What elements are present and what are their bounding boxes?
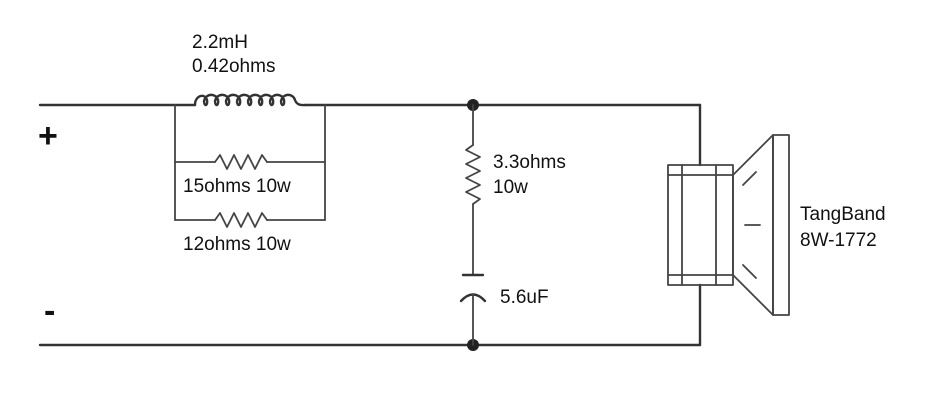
resistor-15ohms-label: 15ohms 10w bbox=[183, 176, 291, 197]
resistor-12ohms bbox=[174, 212, 326, 228]
speaker-brand-label: TangBand bbox=[800, 204, 886, 225]
inductor-resistance-label: 0.42ohms bbox=[192, 56, 275, 77]
bottom-rail bbox=[38, 283, 702, 347]
negative-terminal-label: - bbox=[44, 292, 55, 330]
speaker-icon bbox=[667, 134, 790, 316]
inductor-value-label: 2.2mH bbox=[192, 32, 248, 53]
positive-terminal-label: + bbox=[38, 117, 58, 155]
inductor-2-2mh bbox=[193, 93, 307, 107]
top-rail bbox=[38, 103, 702, 167]
parallel-resistor-network bbox=[174, 104, 326, 228]
resistor-12ohms-label: 12ohms 10w bbox=[183, 234, 291, 255]
resistor-15ohms bbox=[174, 154, 326, 170]
capacitor-value-label: 5.6uF bbox=[500, 287, 549, 308]
shunt-branch bbox=[459, 104, 487, 346]
speaker-model-label: 8W-1772 bbox=[800, 230, 877, 251]
shunt-resistor-power-label: 10w bbox=[493, 177, 528, 198]
shunt-resistor-value-label: 3.3ohms bbox=[493, 152, 566, 173]
